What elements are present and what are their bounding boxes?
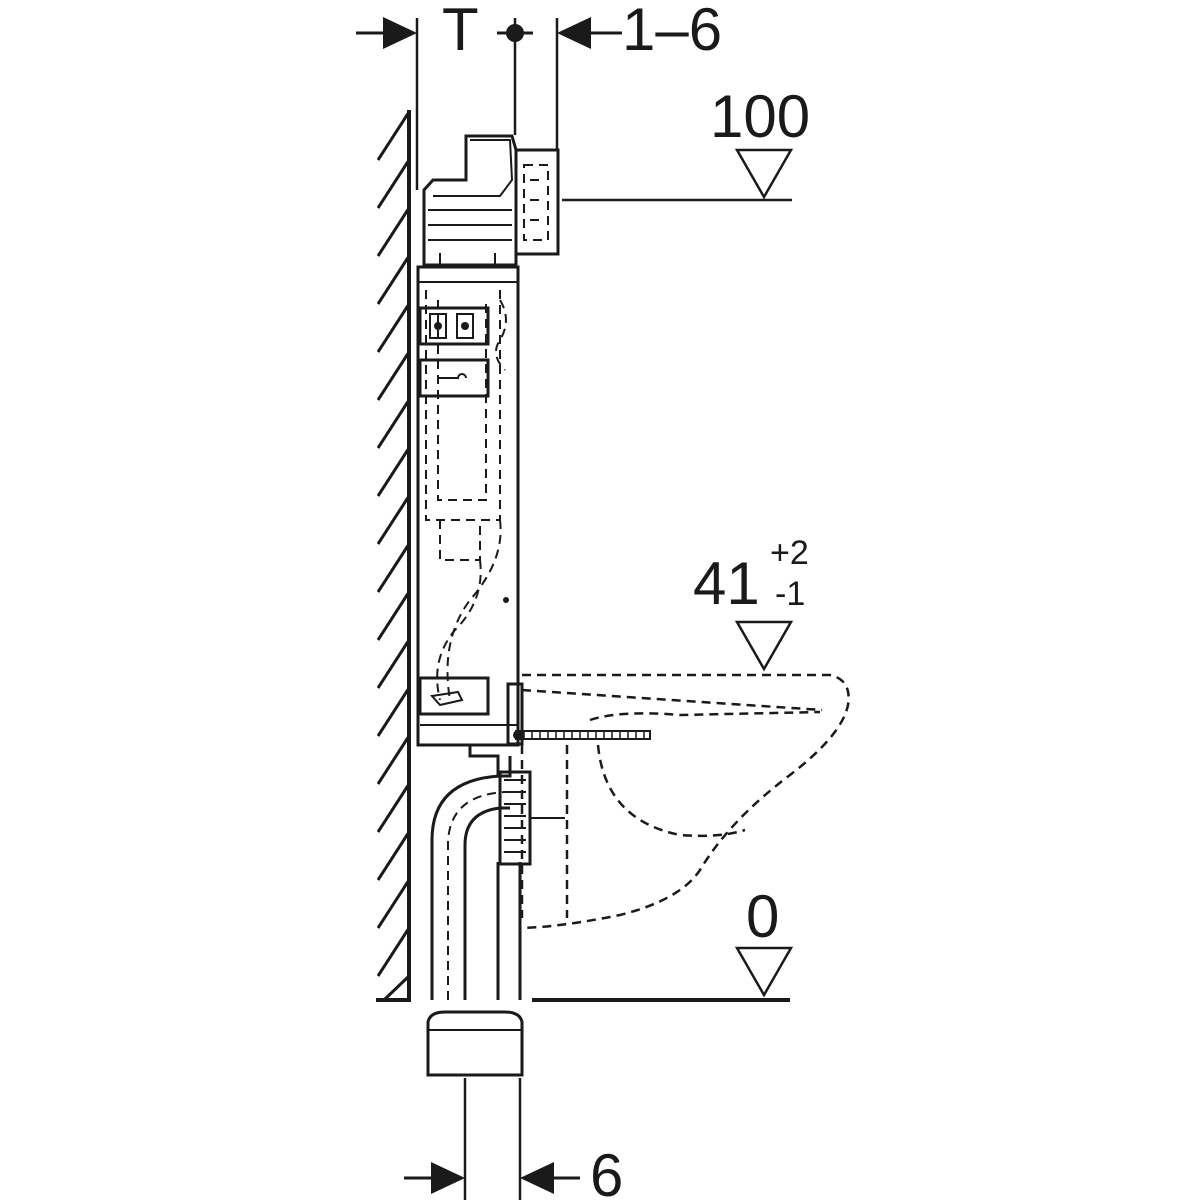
wall (376, 110, 411, 1002)
level-tolerance-minus: -1 (775, 575, 805, 613)
arrow-left-icon (520, 1162, 554, 1194)
level-label-0: 0 (746, 883, 779, 950)
dimension-label-1-6: 1–6 (622, 0, 722, 63)
arrow-right-icon (431, 1162, 465, 1194)
dimension-label-6: 6 (590, 1142, 623, 1200)
arrow-left-icon (557, 17, 591, 49)
drain-pipe (426, 745, 565, 1077)
cistern-frame (416, 134, 651, 747)
bottom-dimension: 6 (404, 1078, 623, 1200)
level-label-100: 100 (710, 83, 810, 150)
wc-bowl (520, 673, 850, 930)
level-marker-41: 41 +2 -1 (693, 534, 809, 672)
level-tolerance-plus: +2 (770, 534, 809, 572)
top-dimension: T 1–6 (356, 0, 722, 190)
level-marker-100: 100 (562, 83, 810, 202)
level-marker-0: 0 (532, 883, 794, 1002)
level-label-41: 41 (693, 550, 760, 617)
dimension-label-t: T (442, 0, 479, 63)
wall-hatching (376, 111, 411, 1002)
axis-point-icon (506, 24, 524, 42)
arrow-right-icon (383, 17, 417, 49)
